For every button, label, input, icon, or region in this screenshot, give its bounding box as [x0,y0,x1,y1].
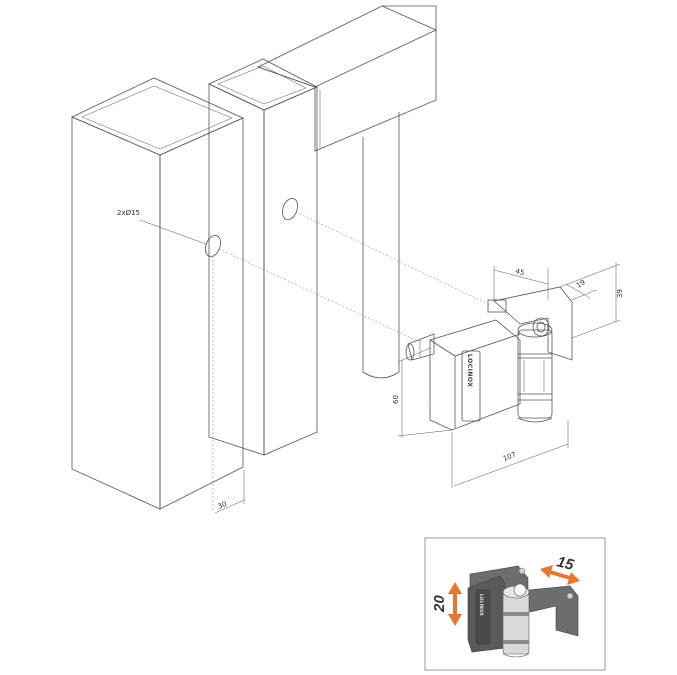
dimension-19: 19 [565,278,597,301]
inset-brand-label: LOCINOX [479,594,484,616]
horizontal-adjust-arrow-icon [540,565,580,585]
dimension-30: 30 [214,470,245,514]
dim-45-label: 45 [515,267,526,277]
hole-callout: 2xØ15 [117,209,140,217]
adjustment-inset: LOCINOX 20 15 [424,537,606,671]
horizontal-adjust-label: 15 [555,553,576,574]
brand-label: LOCINOX [466,354,473,387]
dim-30-label: 30 [217,500,228,511]
square-post-front [71,77,244,510]
dimension-45: 45 [493,266,549,300]
alignment-lines [139,211,491,512]
dim-107-label: 107 [502,451,517,463]
vertical-adjust-label: 20 [431,595,448,613]
gate-post-with-beam [208,5,437,456]
dim-60-label: 60 [392,395,400,404]
dimension-60: 60 [392,347,453,438]
vertical-adjust-arrow-icon [448,582,462,626]
dim-19-label: 19 [575,278,587,289]
inset-hinge: LOCINOX [467,565,579,658]
dim-39-label: 39 [616,289,624,298]
dimension-39: 39 [559,262,624,339]
round-pole [362,112,400,379]
hinge: LOCINOX [405,286,573,431]
dimension-107: 107 [451,420,569,488]
